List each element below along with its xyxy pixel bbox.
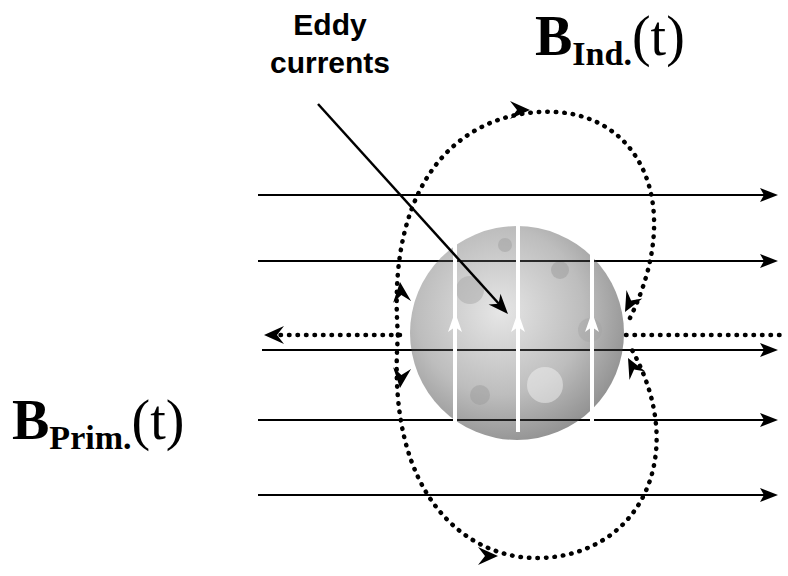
induced-field-arrowheads [264, 101, 645, 565]
induced-field-lines [272, 112, 780, 558]
field-subscript: Ind. [572, 35, 632, 72]
field-symbol: B [535, 5, 572, 67]
time-argument: (t) [632, 5, 685, 67]
field-label: BInd.(t) [535, 6, 685, 74]
field-subscript: Prim. [49, 419, 131, 456]
primary-field-arrowheads [760, 188, 778, 502]
field-symbol: B [12, 389, 49, 451]
callout-label: Eddy currents [255, 6, 405, 82]
eddy-current-arrowheads [448, 312, 599, 332]
primary-field-lines [258, 195, 772, 495]
time-argument: (t) [132, 389, 185, 451]
field-label: BPrim.(t) [12, 390, 184, 458]
leader-arrow [318, 104, 514, 319]
eddy-current-lines [455, 216, 592, 432]
